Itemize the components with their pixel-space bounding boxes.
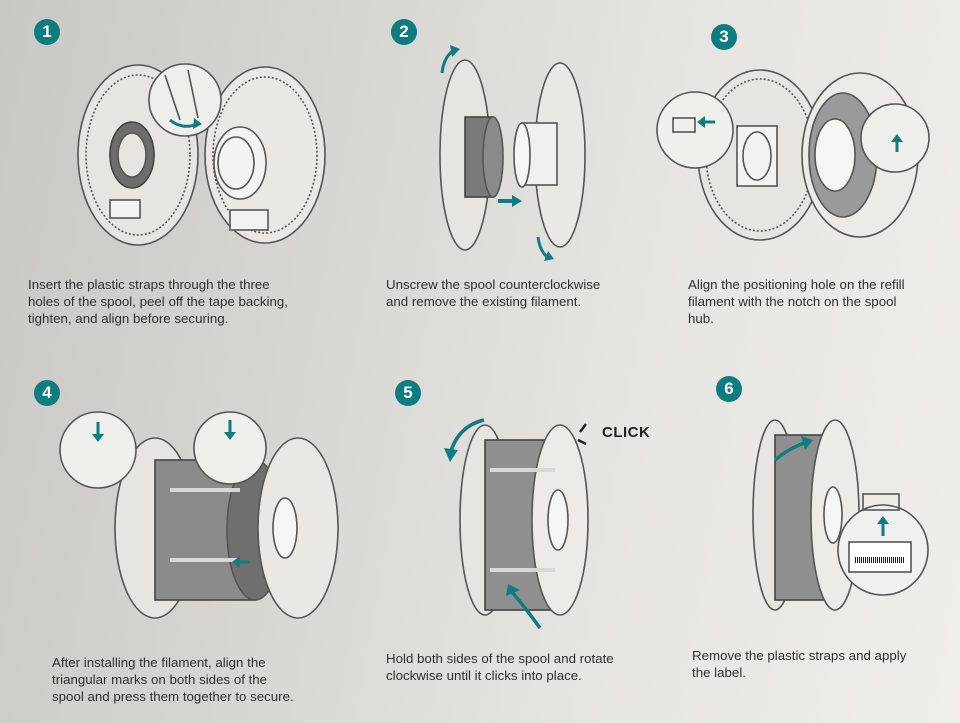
step-2-caption-line: and remove the existing filament.: [386, 294, 582, 309]
step-1-caption: Insert the plastic straps through the th…: [28, 276, 328, 327]
step-6-illustration: [752, 419, 929, 611]
step-1-caption-line: Insert the plastic straps through the th…: [28, 277, 270, 292]
step-1-number: 1: [34, 19, 60, 45]
step-2-caption-line: Unscrew the spool counterclockwise: [386, 277, 601, 292]
click-label: CLICK: [602, 424, 651, 441]
step-4-caption: After installing the filament, align the…: [52, 654, 352, 705]
step-5-caption: Hold both sides of the spool and rotate …: [386, 650, 686, 684]
step-4-caption-line: triangular marks on both sides of the: [52, 672, 268, 687]
step-4-caption-line: spool and press them together to secure.: [52, 689, 294, 704]
step-4-caption-line: After installing the filament, align the: [52, 655, 266, 670]
step-2-number: 2: [391, 19, 417, 45]
step-4-number: 4: [34, 380, 60, 406]
step-6-caption-line: Remove the plastic straps and apply: [692, 648, 907, 663]
step-3-caption-line: filament with the notch on the spool: [688, 294, 897, 309]
step-3-caption: Align the positioning hole on the refill…: [688, 276, 960, 327]
step-3-caption-line: hub.: [688, 311, 714, 326]
step-1-caption-line: holes of the spool, peel off the tape ba…: [28, 294, 288, 309]
step-3-caption-line: Align the positioning hole on the refill: [688, 277, 905, 292]
step-5-illustration: [444, 418, 589, 630]
step-1-caption-line: tighten, and align before securing.: [28, 311, 229, 326]
step-6-caption: Remove the plastic straps and apply the …: [692, 647, 960, 681]
step-6-caption-line: the label.: [692, 665, 746, 680]
step-5-caption-line: clockwise until it clicks into place.: [386, 668, 582, 683]
step-1-illustration: [77, 63, 326, 246]
step-5-number: 5: [395, 380, 421, 406]
step-3-number: 3: [711, 24, 737, 50]
step-4-illustration: [59, 411, 339, 619]
step-2-caption: Unscrew the spool counterclockwise and r…: [386, 276, 686, 310]
step-6-number: 6: [716, 376, 742, 402]
step-3-illustration: [656, 69, 930, 241]
step-5-caption-line: Hold both sides of the spool and rotate: [386, 651, 614, 666]
step-2-illustration: [439, 45, 586, 261]
